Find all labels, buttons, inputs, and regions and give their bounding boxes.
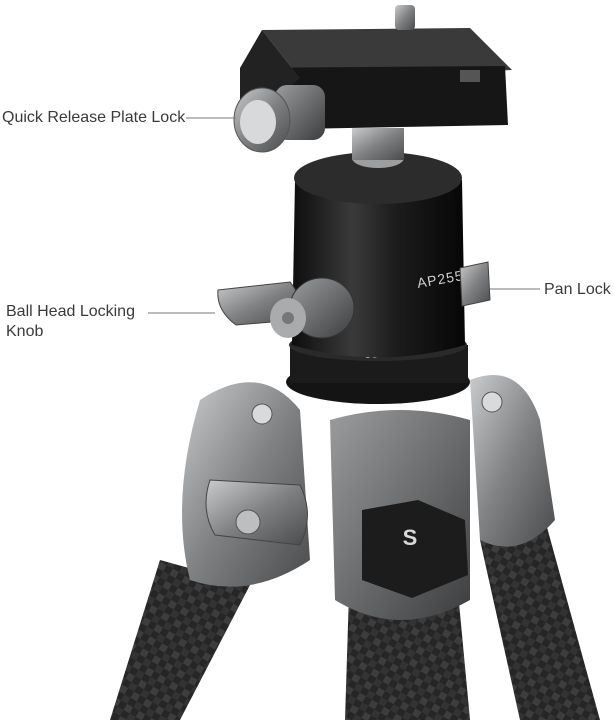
quick-release-knob — [233, 85, 325, 153]
callout-ball-head-line2: Knob — [6, 323, 44, 340]
callout-quick-release-plate-lock: Quick Release Plate Lock — [2, 109, 186, 126]
callout-pan-lock: Pan Lock — [544, 281, 611, 298]
brand-logo: S — [403, 525, 418, 550]
callout-ball-head-locking-knob: Ball Head Locking Knob — [6, 302, 135, 342]
pan-lock-knob — [459, 261, 491, 307]
leg-hubs: S — [182, 375, 555, 620]
ball-head-locking-knob — [217, 277, 355, 339]
callout-ball-head-line1: Ball Head Locking — [6, 303, 135, 320]
